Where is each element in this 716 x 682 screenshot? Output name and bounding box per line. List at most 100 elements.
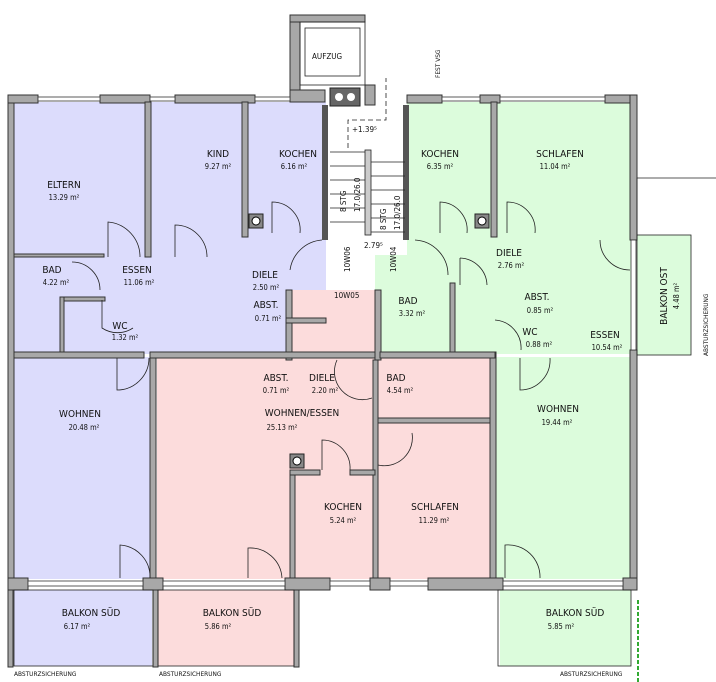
svg-text:2.50 m²: 2.50 m² bbox=[253, 283, 280, 292]
elevator-shaft: AUFZUG FEST VSG bbox=[299, 21, 442, 107]
door-10w04: 10W04 bbox=[389, 246, 398, 272]
svg-text:20.48 m²: 20.48 m² bbox=[69, 423, 100, 432]
fixed-glazing-label: FEST VSG bbox=[434, 49, 442, 78]
svg-text:KOCHEN: KOCHEN bbox=[324, 502, 362, 513]
svg-text:WOHNEN: WOHNEN bbox=[59, 409, 101, 420]
svg-text:DIELE: DIELE bbox=[252, 270, 278, 281]
room-balkon-sued-west: BALKON SÜD 6.17 m² bbox=[62, 606, 121, 631]
svg-text:4.22 m²: 4.22 m² bbox=[43, 278, 70, 287]
svg-text:BALKON SÜD: BALKON SÜD bbox=[546, 606, 605, 619]
room-essen-east: ESSEN 10.54 m² bbox=[590, 330, 622, 352]
svg-text:0.85 m²: 0.85 m² bbox=[527, 306, 554, 315]
room-abst-south: ABST. 0.71 m² bbox=[263, 373, 290, 395]
svg-text:10.54 m²: 10.54 m² bbox=[592, 343, 623, 352]
elevator-label: AUFZUG bbox=[312, 52, 342, 61]
svg-text:SCHLAFEN: SCHLAFEN bbox=[536, 149, 584, 160]
svg-text:SCHLAFEN: SCHLAFEN bbox=[411, 502, 459, 513]
apartment-south bbox=[157, 290, 492, 666]
stair-right-ratio: 17.0/26.0 bbox=[393, 195, 402, 230]
svg-text:BAD: BAD bbox=[386, 373, 405, 384]
svg-text:BAD: BAD bbox=[398, 296, 417, 307]
room-abst-west: ABST. 0.71 m² bbox=[253, 300, 281, 323]
svg-text:BALKON SÜD: BALKON SÜD bbox=[203, 606, 262, 619]
svg-text:0.71 m²: 0.71 m² bbox=[255, 314, 282, 323]
svg-text:19.44 m²: 19.44 m² bbox=[542, 418, 573, 427]
svg-text:ESSEN: ESSEN bbox=[122, 265, 152, 276]
svg-text:BALKON SÜD: BALKON SÜD bbox=[62, 606, 121, 619]
svg-text:WOHNEN: WOHNEN bbox=[537, 404, 579, 415]
svg-text:2.20 m²: 2.20 m² bbox=[312, 386, 339, 395]
svg-text:4.54 m²: 4.54 m² bbox=[387, 386, 414, 395]
svg-text:25.13 m²: 25.13 m² bbox=[267, 423, 298, 432]
svg-text:KOCHEN: KOCHEN bbox=[421, 149, 459, 160]
svg-text:11.29 m²: 11.29 m² bbox=[419, 516, 450, 525]
svg-text:1.32 m²: 1.32 m² bbox=[112, 333, 139, 342]
fall-protection-east: ABSTURZSICHERUNG bbox=[560, 670, 623, 678]
svg-text:WOHNEN/ESSEN: WOHNEN/ESSEN bbox=[265, 408, 339, 419]
room-schlafen-east: SCHLAFEN 11.04 m² bbox=[536, 149, 584, 171]
room-kochen-west: KOCHEN 6.16 m² bbox=[279, 149, 317, 171]
svg-text:ESSEN: ESSEN bbox=[590, 330, 620, 341]
stair-left-ratio: 17.0/26.0 bbox=[353, 177, 362, 212]
room-wohnen-west: WOHNEN 20.48 m² bbox=[59, 409, 101, 432]
svg-text:ABST.: ABST. bbox=[253, 300, 278, 311]
svg-text:DIELE: DIELE bbox=[309, 373, 335, 384]
svg-text:4.48 m²: 4.48 m² bbox=[672, 282, 681, 309]
room-wohnen-east: WOHNEN 19.44 m² bbox=[537, 404, 579, 427]
svg-text:WC: WC bbox=[112, 321, 127, 332]
svg-text:6.16 m²: 6.16 m² bbox=[281, 162, 308, 171]
room-balkon-sued-east: BALKON SÜD 5.85 m² bbox=[546, 606, 605, 631]
svg-text:5.85 m²: 5.85 m² bbox=[548, 622, 575, 631]
room-wc-west: WC1.32 m² bbox=[112, 321, 139, 342]
svg-text:BALKON OST: BALKON OST bbox=[659, 267, 670, 325]
apartment-east bbox=[375, 102, 691, 666]
svg-text:ABST.: ABST. bbox=[524, 292, 549, 303]
svg-text:6.17 m²: 6.17 m² bbox=[64, 622, 91, 631]
windows bbox=[27, 96, 637, 587]
fall-protection-west: ABSTURZSICHERUNG bbox=[14, 670, 77, 678]
fall-protection-labels: ABSTURZSICHERUNG ABSTURZSICHERUNG ABSTUR… bbox=[14, 293, 710, 678]
room-bad-west: BAD 4.22 m² bbox=[42, 265, 69, 287]
svg-text:11.06 m²: 11.06 m² bbox=[124, 278, 155, 287]
apartment-west bbox=[14, 102, 326, 666]
room-bad-east: BAD 3.32 m² bbox=[398, 296, 425, 318]
level-upper: +1.39⁵ bbox=[352, 125, 377, 134]
room-wc-east: WC 0.88 m² bbox=[522, 327, 552, 349]
staircase: +1.39⁵ 2.79⁵ 8 STG 17.0/26.0 8 STG 17.0/… bbox=[330, 78, 405, 300]
door-10w05: 10W05 bbox=[334, 291, 359, 300]
svg-text:13.29 m²: 13.29 m² bbox=[49, 193, 80, 202]
shaft-icons bbox=[248, 213, 490, 469]
door-10w06: 10W06 bbox=[343, 246, 352, 272]
room-eltern: ELTERN 13.29 m² bbox=[47, 180, 80, 202]
svg-text:3.32 m²: 3.32 m² bbox=[399, 309, 426, 318]
svg-text:BAD: BAD bbox=[42, 265, 61, 276]
room-schlafen-south: SCHLAFEN 11.29 m² bbox=[411, 502, 459, 525]
svg-text:KOCHEN: KOCHEN bbox=[279, 149, 317, 160]
room-wohnen-essen-south: WOHNEN/ESSEN 25.13 m² bbox=[265, 408, 339, 432]
doors bbox=[71, 201, 631, 579]
stair-left-steps: 8 STG bbox=[339, 191, 348, 212]
stair-right-steps: 8 STG bbox=[379, 209, 388, 230]
room-abst-east: ABST. 0.85 m² bbox=[524, 292, 553, 315]
balcony-railings bbox=[13, 177, 716, 682]
svg-text:0.88 m²: 0.88 m² bbox=[526, 340, 553, 349]
svg-text:11.04 m²: 11.04 m² bbox=[540, 162, 571, 171]
svg-text:0.71 m²: 0.71 m² bbox=[263, 386, 290, 395]
level-lower: 2.79⁵ bbox=[364, 241, 383, 250]
fall-protection-balkon-ost: ABSTURZSICHERUNG bbox=[702, 293, 710, 356]
svg-text:6.35 m²: 6.35 m² bbox=[427, 162, 454, 171]
room-kochen-south: KOCHEN 5.24 m² bbox=[324, 502, 362, 525]
svg-text:WC: WC bbox=[522, 327, 537, 338]
svg-text:5.24 m²: 5.24 m² bbox=[330, 516, 357, 525]
svg-text:ELTERN: ELTERN bbox=[47, 180, 80, 191]
room-diele-west: DIELE 2.50 m² bbox=[252, 270, 279, 292]
svg-text:ABST.: ABST. bbox=[263, 373, 288, 384]
room-diele-south: DIELE 2.20 m² bbox=[309, 373, 338, 395]
fall-protection-south: ABSTURZSICHERUNG bbox=[159, 670, 222, 678]
